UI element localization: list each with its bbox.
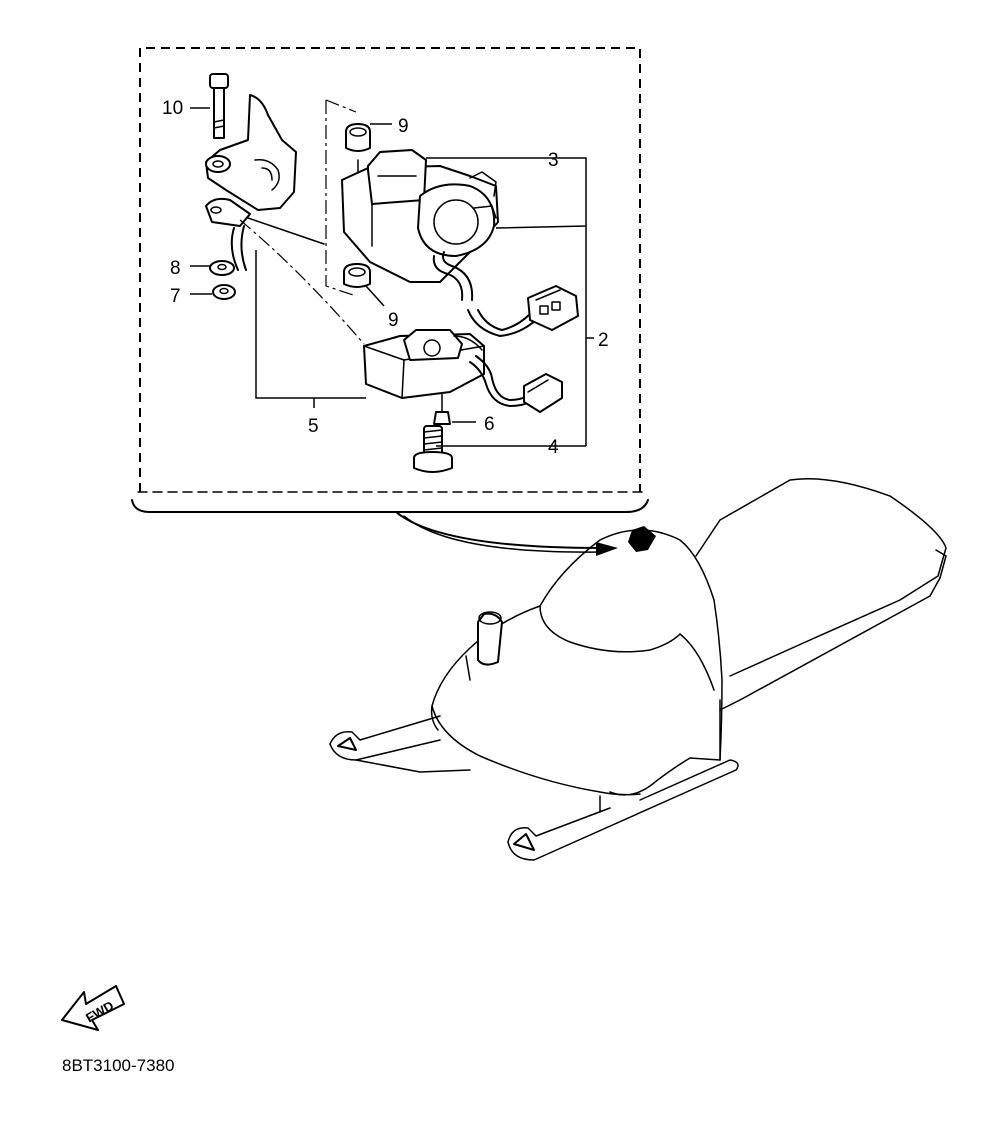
switch-wire-harness bbox=[432, 251, 537, 337]
callout-4: 4 bbox=[548, 437, 559, 458]
location-marker bbox=[628, 526, 656, 552]
location-pointer-arrow bbox=[395, 511, 656, 556]
grommet-part-9-top bbox=[345, 123, 371, 152]
callout-10: 10 bbox=[162, 98, 183, 119]
base-wire-harness bbox=[469, 355, 531, 407]
callout-5: 5 bbox=[308, 416, 319, 437]
callout-9-bottom: 9 bbox=[388, 310, 399, 331]
fwd-direction-arrow: FWD bbox=[61, 985, 125, 1031]
wire-connector-lower bbox=[523, 373, 563, 413]
base-plate-part-5 bbox=[363, 329, 485, 399]
grommet-part-9-bottom bbox=[343, 263, 371, 288]
callout-8: 8 bbox=[170, 258, 181, 279]
washer-part-8 bbox=[209, 260, 235, 276]
callout-bracket-lines bbox=[190, 107, 594, 447]
mounting-bracket bbox=[205, 94, 297, 271]
nut-part-7 bbox=[212, 284, 236, 300]
grommet-guide-line bbox=[325, 100, 357, 297]
snowmobile-outline bbox=[329, 477, 947, 861]
callout-2: 2 bbox=[598, 330, 609, 351]
callout-7: 7 bbox=[170, 286, 181, 307]
callout-9-top: 9 bbox=[398, 116, 409, 137]
callout-6: 6 bbox=[484, 414, 495, 435]
callout-3: 3 bbox=[548, 150, 559, 171]
wire-connector-upper bbox=[527, 285, 579, 331]
screw-part-6 bbox=[433, 393, 451, 425]
bolt-part-10 bbox=[209, 73, 229, 139]
detail-frame bbox=[131, 47, 649, 513]
bolt-part-4 bbox=[413, 425, 453, 473]
switch-assembly-part-3 bbox=[341, 149, 499, 283]
diagram-code: 8BT3100-7380 bbox=[62, 1056, 174, 1075]
